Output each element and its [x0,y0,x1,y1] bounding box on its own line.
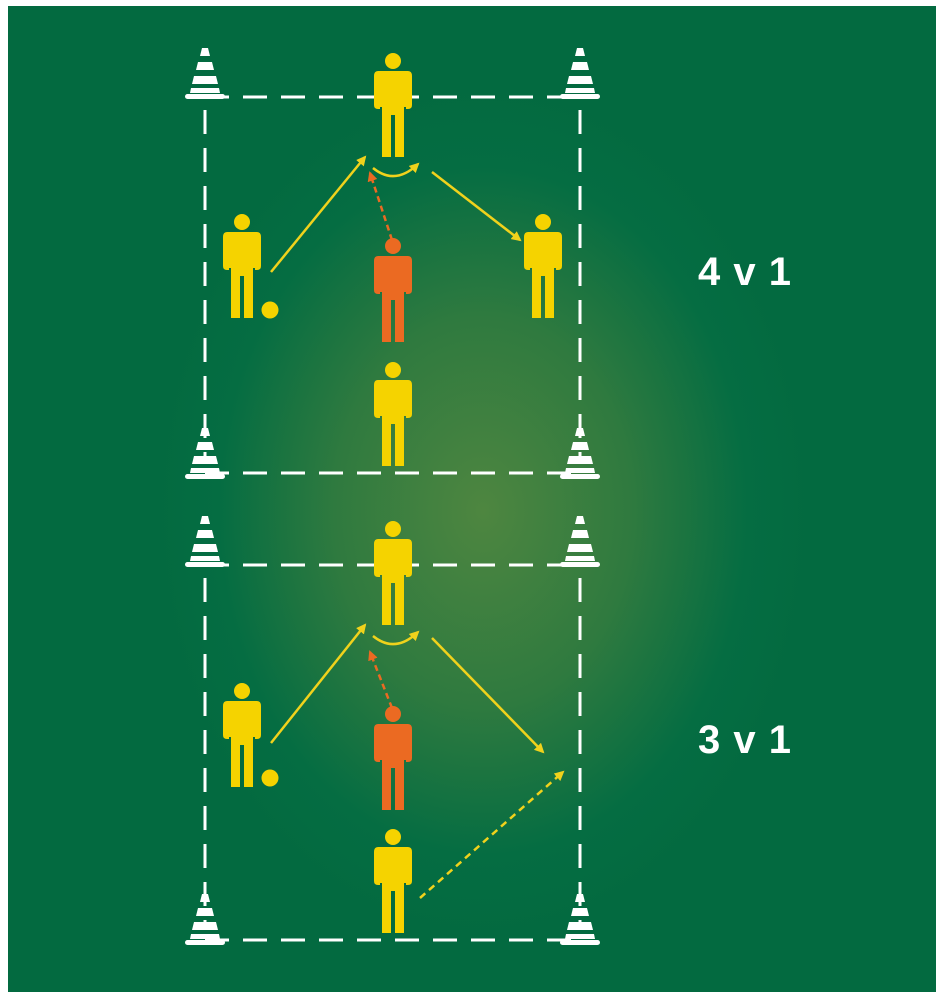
support-run-arrow [419,770,565,899]
defender-icon [374,238,412,342]
cone-icon [185,894,225,945]
cone-icon [185,48,225,99]
arrows-bottom [270,623,565,899]
grid-bottom [203,563,582,942]
pass-arrow [270,623,367,744]
player-icon [374,521,412,625]
pitch-background [8,6,936,992]
cone-icon [560,48,600,99]
pass-arrow [270,155,367,273]
grid-top [203,95,582,475]
player-icon [374,362,412,466]
ball-icon [261,769,279,787]
player-icon [223,214,261,318]
players-bottom [223,521,412,933]
turn-arrow [372,162,420,178]
player-icon [374,829,412,933]
player-icon [374,53,412,157]
cones [185,48,600,945]
drill-label-3v1: 3 v 1 [698,718,792,762]
defender-press-arrow [368,650,394,709]
defender-press-arrow [367,171,394,241]
cone-icon [185,516,225,567]
cone-icon [560,894,600,945]
player-icon [223,683,261,787]
players-top [223,53,562,466]
defender-icon [374,706,412,810]
player-icon [524,214,562,318]
pass-arrow [431,637,545,754]
turn-arrow [372,630,420,646]
arrows-top [270,155,522,273]
pass-arrow [431,171,522,242]
cone-icon [560,516,600,567]
ball-icon [261,301,279,319]
drill-label-4v1: 4 v 1 [698,250,792,294]
